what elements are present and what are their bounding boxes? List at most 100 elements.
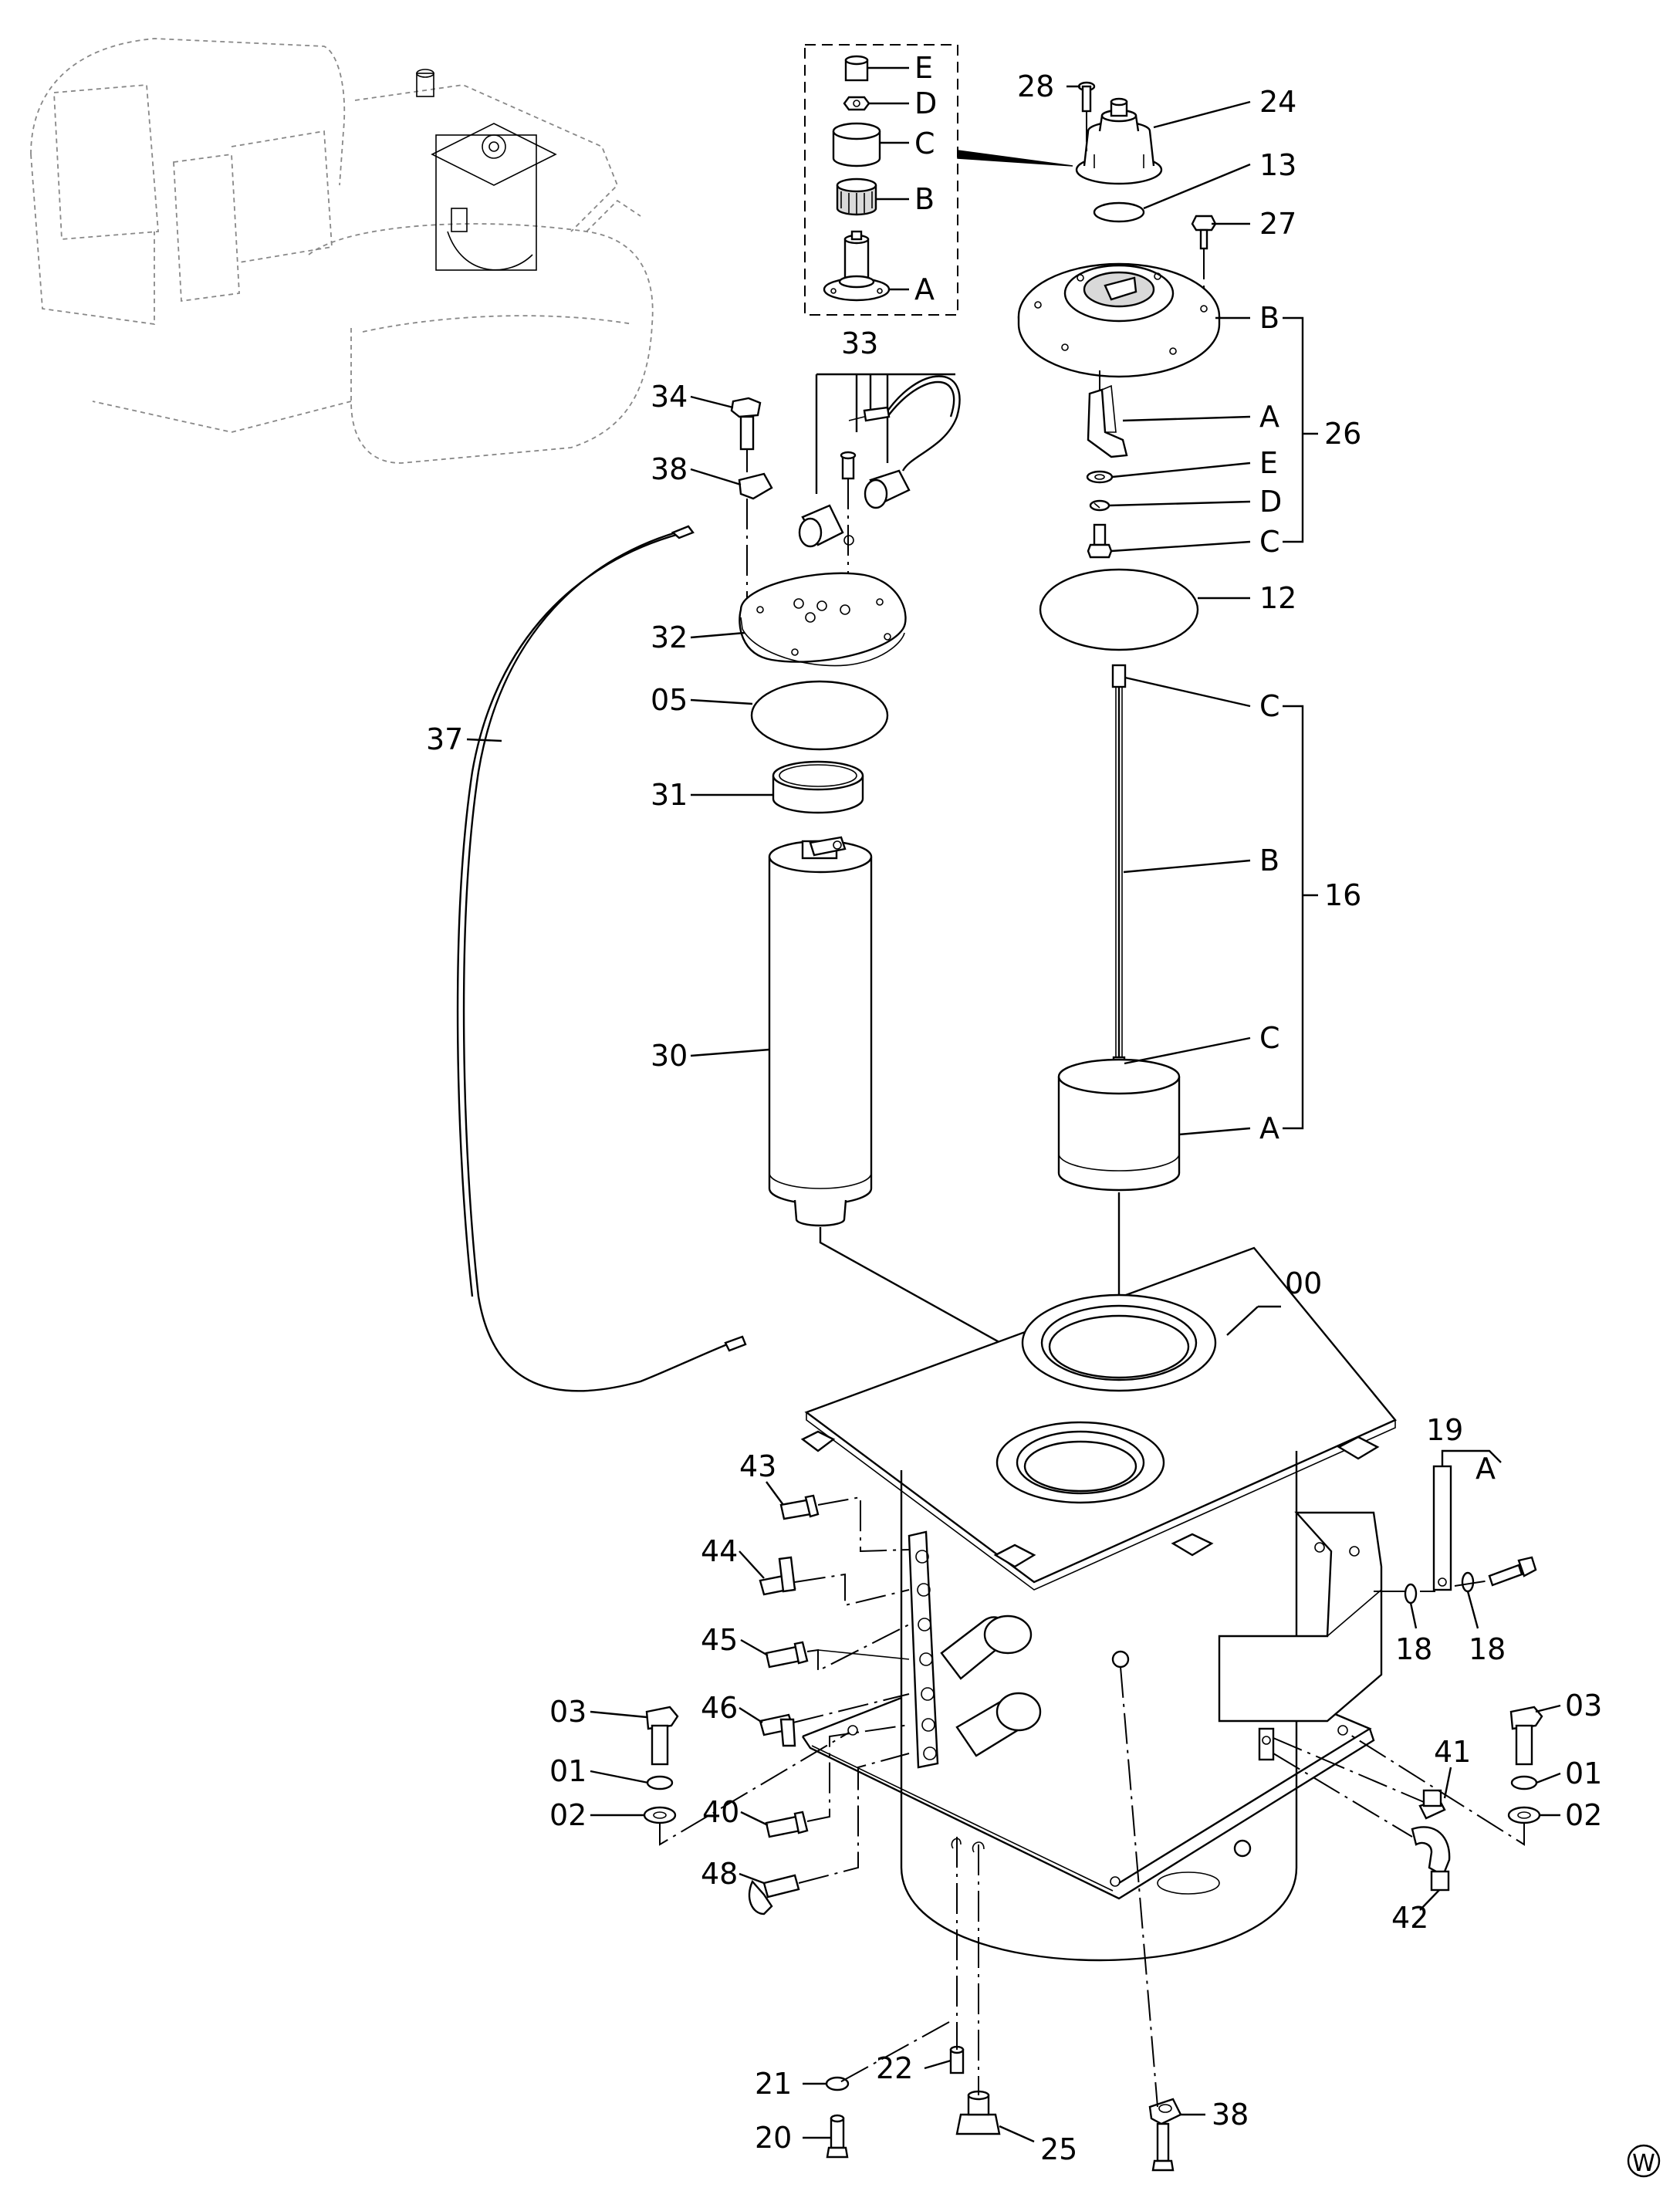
label-37: 37: [426, 722, 463, 756]
part-19-plate: [1374, 1465, 1452, 1592]
inset-label-b: B: [914, 182, 935, 216]
label-46: 46: [701, 1691, 738, 1725]
inset-label-a: A: [914, 272, 935, 306]
label-28: 28: [1017, 69, 1054, 103]
label-03-right: 03: [1565, 1689, 1602, 1723]
part-02-washer-left: [643, 1806, 677, 1824]
part-28-screw: [1077, 81, 1096, 154]
label-26b: B: [1259, 301, 1279, 335]
part-41-bolt: [1273, 1737, 1446, 1820]
part-26e-washer: [1086, 470, 1114, 484]
inset-part-b: [836, 178, 877, 216]
inset-part-c: [832, 122, 881, 167]
label-26a: A: [1259, 400, 1279, 434]
label-30: 30: [651, 1039, 688, 1073]
label-16a: A: [1259, 1111, 1279, 1145]
label-44: 44: [701, 1534, 738, 1568]
inset-label-c: C: [914, 127, 935, 161]
part-42-elbow: [1273, 1753, 1451, 1892]
part-00-tank: [800, 1246, 1397, 1962]
inset-part-d: [843, 96, 870, 111]
label-18-right: 18: [1469, 1632, 1506, 1666]
label-45: 45: [701, 1623, 738, 1657]
label-19a: A: [1475, 1452, 1496, 1486]
label-16c-top: C: [1259, 689, 1280, 723]
part-37-hose: [456, 525, 747, 1392]
part-48-elbow-fitting: [748, 1753, 910, 1915]
label-31: 31: [651, 778, 688, 812]
part-26a-bracket: [1087, 370, 1128, 458]
part-number-labels: 28 24 13 27 B A E D C 26 12 C B C A 16 0…: [426, 69, 1602, 2166]
inset-label-e: E: [914, 51, 933, 85]
label-20: 20: [755, 2121, 792, 2155]
part-26d-lock-washer: [1089, 499, 1110, 512]
excavator-locator-sketch: [30, 38, 654, 464]
part-03-bolt-right: [1509, 1706, 1543, 1766]
label-33: 33: [841, 326, 878, 360]
part-01-lock-washer-right: [1510, 1775, 1538, 1790]
label-34: 34: [651, 380, 688, 414]
part-20-bolt: [826, 2114, 849, 2159]
label-26e: E: [1259, 446, 1278, 480]
inset-label-d: D: [914, 86, 937, 120]
part-02-washer-right: [1507, 1806, 1541, 1824]
part-32-sensor-plate: [739, 572, 907, 667]
part-38-clip-bottom: [1120, 1666, 1182, 2172]
part-43-fitting: [779, 1494, 910, 1553]
label-02-right: 02: [1565, 1798, 1602, 1832]
part-16-rod-strainer: [1057, 664, 1181, 1347]
label-27: 27: [1259, 207, 1296, 241]
label-48: 48: [701, 1857, 738, 1891]
leader-lines: [466, 85, 1561, 2143]
label-26c: C: [1259, 525, 1280, 559]
label-21: 21: [755, 2067, 792, 2101]
label-40: 40: [702, 1795, 739, 1829]
part-44-tee-fitting: [759, 1556, 910, 1607]
part-05-gasket: [750, 680, 889, 751]
part-45-fitting: [765, 1624, 910, 1672]
label-01-left: 01: [549, 1754, 586, 1788]
label-26d: D: [1259, 485, 1282, 519]
part-18-washer-left: [1404, 1583, 1418, 1604]
part-24-breather: [1075, 97, 1163, 185]
label-16b: B: [1259, 844, 1279, 877]
label-26: 26: [1324, 417, 1361, 451]
label-25: 25: [1040, 2132, 1077, 2166]
part-26c-bolt: [1087, 523, 1113, 559]
part-31-ring: [772, 760, 864, 814]
label-16: 16: [1324, 878, 1361, 912]
label-02-left: 02: [549, 1798, 586, 1832]
part-40-fitting: [765, 1724, 910, 1838]
label-38-bottom: 38: [1212, 2098, 1249, 2132]
corner-mark: W: [1627, 2144, 1661, 2178]
label-42: 42: [1391, 1901, 1428, 1935]
part-22-plug: [949, 2045, 965, 2074]
label-16c-bottom: C: [1259, 1021, 1280, 1055]
label-01-right: 01: [1565, 1757, 1602, 1790]
label-43: 43: [739, 1449, 776, 1483]
label-05: 05: [651, 683, 688, 717]
part-03-bolt-left: [645, 1706, 679, 1766]
part-46-elbow-fitting: [759, 1693, 910, 1747]
label-00: 00: [1285, 1266, 1322, 1300]
inset-part-e: [844, 55, 869, 82]
corner-mark-letter: W: [1632, 2150, 1655, 2177]
part-26b-cover-plate: [1017, 262, 1221, 378]
label-12: 12: [1259, 581, 1296, 615]
part-13-gasket: [1093, 201, 1145, 223]
part-01-lock-washer-left: [646, 1775, 674, 1790]
label-19: 19: [1426, 1413, 1463, 1447]
label-22: 22: [876, 2051, 913, 2085]
label-32: 32: [651, 620, 688, 654]
part-19a-bolt: [1454, 1556, 1537, 1587]
inset-part-a: [823, 230, 891, 302]
label-13: 13: [1259, 148, 1296, 182]
part-30-return-filter: [768, 836, 1073, 1385]
part-12-gasket: [1039, 568, 1199, 651]
inset-sensor-breakdown: E D C B A: [804, 44, 1073, 316]
label-38-top: 38: [651, 452, 688, 486]
label-41: 41: [1434, 1735, 1471, 1769]
part-33-sensor-assembly: [798, 373, 961, 610]
part-34-bolt: [730, 397, 762, 472]
